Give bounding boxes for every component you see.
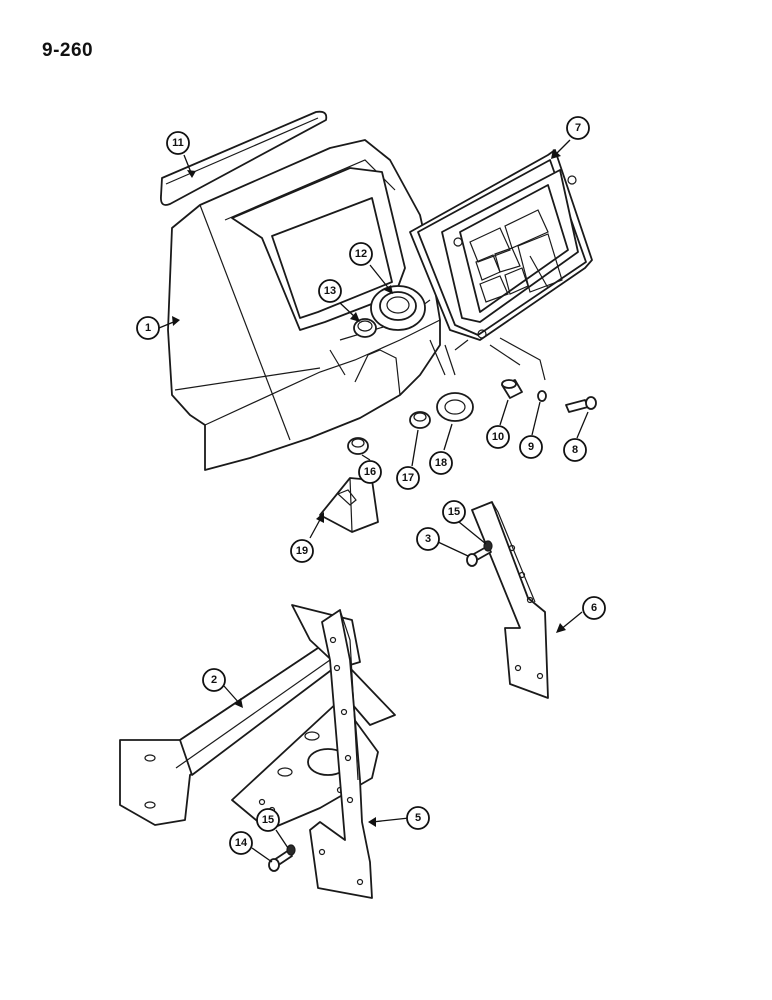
callout-14: 14 xyxy=(229,831,253,855)
svg-text:8: 8 xyxy=(572,444,578,456)
svg-text:19: 19 xyxy=(296,545,308,557)
part-5-upright xyxy=(309,609,373,899)
svg-text:1: 1 xyxy=(145,322,151,334)
part-1-dash-housing xyxy=(167,139,441,471)
svg-text:6: 6 xyxy=(591,602,597,614)
callout-9: 9 xyxy=(519,435,543,459)
part-10-nut xyxy=(501,379,523,399)
callout-10: 10 xyxy=(486,425,510,449)
svg-text:15: 15 xyxy=(448,506,460,518)
callout-1: 1 xyxy=(136,316,160,340)
svg-text:3: 3 xyxy=(425,533,431,545)
callout-18: 18 xyxy=(429,451,453,475)
part-14-bolt xyxy=(268,844,296,872)
part-18-grommet xyxy=(436,392,474,422)
svg-text:16: 16 xyxy=(364,466,376,478)
svg-text:14: 14 xyxy=(235,837,248,849)
svg-text:7: 7 xyxy=(575,122,581,134)
callout-2: 2 xyxy=(202,668,226,692)
part-3-bolt xyxy=(466,540,493,567)
leader-lines xyxy=(158,139,589,863)
svg-text:9: 9 xyxy=(528,441,534,453)
callout-15-lower: 15 xyxy=(256,808,280,832)
svg-text:13: 13 xyxy=(324,285,336,297)
svg-text:2: 2 xyxy=(211,674,217,686)
svg-text:11: 11 xyxy=(172,137,184,149)
svg-text:17: 17 xyxy=(402,472,414,484)
callout-7: 7 xyxy=(566,116,590,140)
callout-5: 5 xyxy=(406,806,430,830)
part-13-knob xyxy=(353,318,377,338)
part-12-gauge-ring xyxy=(370,285,426,331)
svg-text:12: 12 xyxy=(355,248,367,260)
callout-13: 13 xyxy=(318,279,342,303)
svg-text:15: 15 xyxy=(262,814,274,826)
part-17-knob xyxy=(409,411,431,429)
svg-text:10: 10 xyxy=(492,431,504,443)
svg-text:18: 18 xyxy=(435,457,447,469)
callout-12: 12 xyxy=(349,242,373,266)
callout-11: 11 xyxy=(166,131,190,155)
callout-3: 3 xyxy=(416,527,440,551)
part-9-washer xyxy=(537,390,547,402)
part-6-bracket xyxy=(471,501,549,699)
callout-8: 8 xyxy=(563,438,587,462)
part-16-knob xyxy=(347,437,369,455)
part-7-instrument-cluster xyxy=(409,149,593,381)
callout-15-upper: 15 xyxy=(442,500,466,524)
callout-16: 16 xyxy=(358,460,382,484)
part-19-wedge-switch xyxy=(319,477,379,533)
part-8-screw xyxy=(565,396,597,413)
svg-text:5: 5 xyxy=(415,812,421,824)
callout-17: 17 xyxy=(396,466,420,490)
page-number: 9-260 xyxy=(42,40,94,61)
callout-6: 6 xyxy=(582,596,606,620)
callout-19: 19 xyxy=(290,539,314,563)
